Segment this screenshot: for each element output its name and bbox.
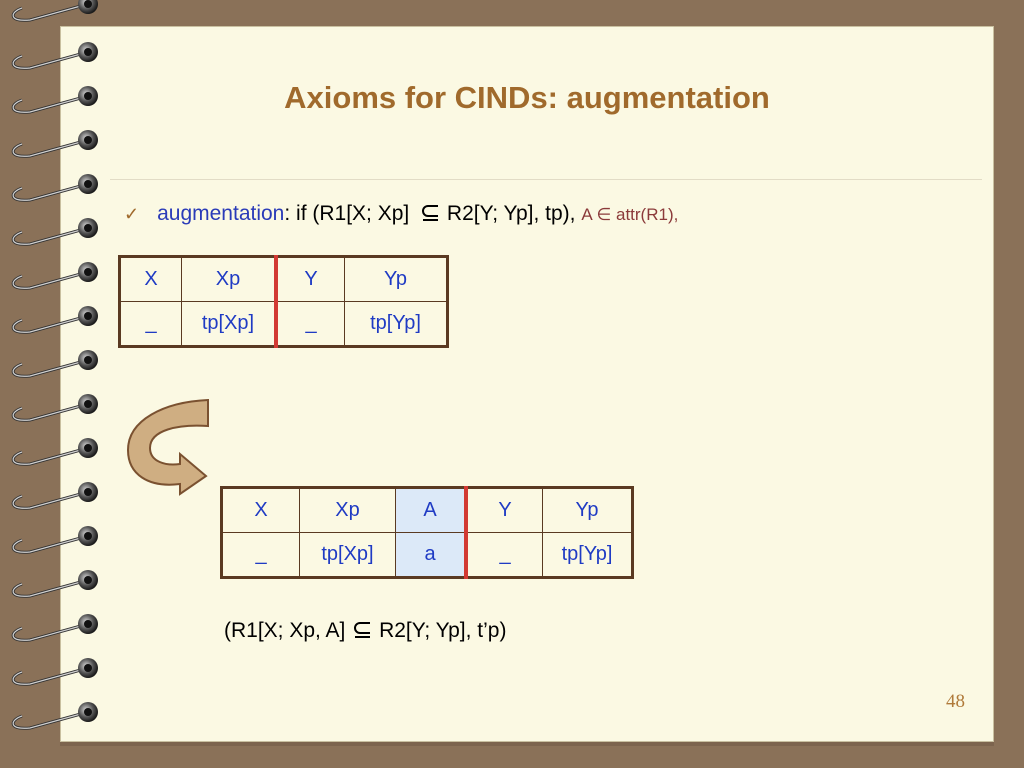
table-cell: Y (275, 256, 345, 302)
result-text-before-subset: (R1[X; Xp, A] (224, 619, 346, 642)
table-cell: X (221, 487, 300, 533)
slide-title: Axioms for CINDs: augmentation (284, 80, 770, 115)
table-cell: tp[Yp] (344, 301, 448, 347)
table-cell: Xp (181, 256, 278, 302)
page-shadow (60, 742, 994, 746)
result-text-after-subset: R2[Y; Yp], t’p) (373, 619, 507, 642)
bullet-keyword: augmentation (157, 202, 285, 225)
table-cell: _ (119, 301, 182, 347)
table-cell: Yp (344, 256, 448, 302)
table-row: _ tp[Xp] a _ tp[Yp] (221, 532, 633, 578)
table-cell: Xp (299, 487, 396, 533)
check-mark-icon: ✓ (124, 204, 140, 224)
table-cell: _ (465, 532, 543, 578)
subseteq-icon (354, 622, 371, 638)
table-cell: tp[Xp] (181, 301, 278, 347)
page-number: 48 (946, 691, 965, 712)
pattern-table-original: X Xp Y Yp _ tp[Xp] _ tp[Yp] (118, 255, 449, 348)
table-cell: _ (221, 532, 300, 578)
bullet-augmentation: ✓ augmentation: if (R1[X; Xp] R2[Y; Yp], … (124, 202, 678, 226)
bullet-text-before-subset: : if (R1[X; Xp] (284, 202, 410, 225)
title-divider (110, 179, 982, 180)
spiral-binding (11, 0, 100, 730)
table-cell-highlighted: A (395, 487, 468, 533)
table-cell-highlighted: a (395, 532, 468, 578)
table-cell: _ (275, 301, 345, 347)
pattern-table-augmented: X Xp A Y Yp _ tp[Xp] a _ tp[Yp] (220, 486, 634, 579)
result-statement: (R1[X; Xp, A] R2[Y; Yp], t’p) (224, 619, 506, 643)
table-cell: tp[Yp] (542, 532, 633, 578)
curved-arrow-icon (126, 398, 209, 496)
table-cell: Y (465, 487, 543, 533)
bullet-text-after-subset: R2[Y; Yp], tp), (441, 202, 582, 225)
table-header-row: X Xp Y Yp (119, 256, 448, 302)
table-row: _ tp[Xp] _ tp[Yp] (119, 301, 448, 347)
subseteq-icon (422, 205, 439, 221)
table-header-row: X Xp A Y Yp (221, 487, 633, 533)
table-cell: tp[Xp] (299, 532, 396, 578)
slide-page (60, 26, 994, 742)
table-cell: Yp (542, 487, 633, 533)
table-cell: X (119, 256, 182, 302)
bullet-condition: A ∈ attr(R1), (581, 205, 679, 224)
